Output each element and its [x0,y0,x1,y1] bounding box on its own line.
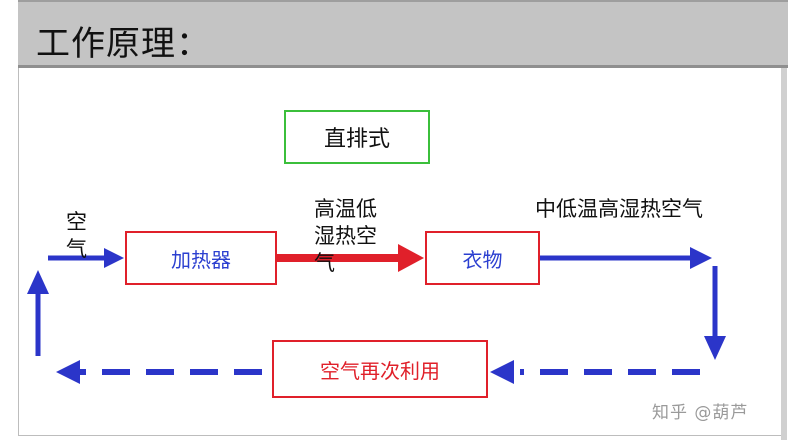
arrow-dashed-from-reuse [56,360,262,384]
clothes-node: 衣物 [425,231,540,285]
arrow-right-down [704,266,726,360]
hot-air-label: 高温低 湿热空 气 [314,197,377,275]
arrow-dashed-to-reuse [490,360,700,384]
air-label: 空 气 [66,210,87,261]
frame-shadow [781,0,787,440]
title-underline [18,65,788,68]
title-bar: 工作原理： [18,0,788,68]
mid-temp-air-label: 中低温高湿热空气 [535,197,703,221]
arrow-heater-to-clothes [277,244,424,272]
arrow-left-up [27,270,49,356]
arrow-air-to-heater [48,248,124,268]
heater-node: 加热器 [125,231,277,285]
arrow-clothes-to-right [540,247,712,269]
air-reuse-node: 空气再次利用 [272,340,488,398]
watermark: 知乎 @葫芦 [652,403,749,423]
page-title: 工作原理： [36,24,211,64]
mode-box: 直排式 [284,110,430,164]
